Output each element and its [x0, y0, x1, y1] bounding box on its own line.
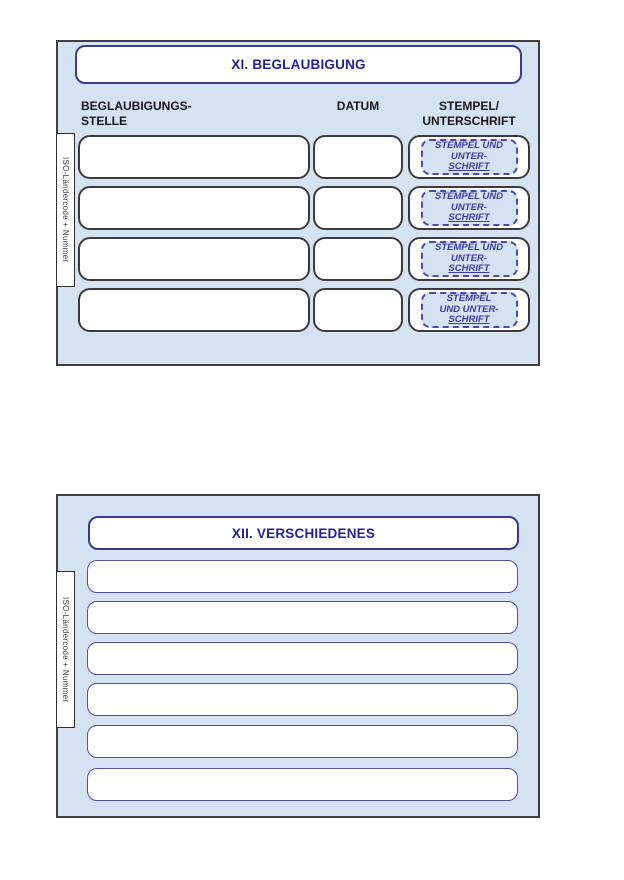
- authority-field[interactable]: [78, 135, 310, 179]
- misc-field[interactable]: [87, 560, 518, 593]
- column-header-authority: BEGLAUBIGUNGS- STELLE: [81, 99, 192, 128]
- misc-field[interactable]: [87, 642, 518, 675]
- stamp-placeholder-line: UNTER-: [451, 150, 487, 162]
- date-field[interactable]: [313, 135, 403, 179]
- misc-field[interactable]: [87, 768, 518, 801]
- stamp-placeholder: STEMPEL UND UNTER- SCHRIFT: [420, 292, 518, 328]
- stamp-placeholder-line: UND UNTER-: [439, 303, 499, 315]
- certification-section-title: XI. BEGLAUBIGUNG: [75, 45, 522, 84]
- stamp-placeholder-line: STEMPEL UND: [435, 242, 503, 254]
- column-header-stamp: STEMPEL/ UNTERSCHRIFT: [422, 99, 516, 128]
- iso-country-code-label: ISO-Ländercode + Nummer: [61, 157, 70, 263]
- column-header-date: DATUM: [336, 99, 380, 113]
- date-field[interactable]: [313, 237, 403, 281]
- stamp-placeholder: STEMPEL UND UNTER- SCHRIFT: [420, 190, 518, 226]
- stamp-placeholder-line: STEMPEL UND: [435, 191, 503, 203]
- stamp-placeholder-line: SCHRIFT: [448, 314, 490, 326]
- miscellaneous-section: XII. VERSCHIEDENES ISO-Ländercode + Numm…: [56, 494, 540, 818]
- stamp-field[interactable]: STEMPEL UND UNTER- SCHRIFT: [408, 288, 530, 332]
- stamp-placeholder-line: SCHRIFT: [448, 212, 490, 224]
- stamp-field[interactable]: STEMPEL UND UNTER- SCHRIFT: [408, 135, 530, 179]
- misc-field[interactable]: [87, 683, 518, 716]
- stamp-placeholder-line: SCHRIFT: [448, 263, 490, 275]
- certification-row: STEMPEL UND UNTER- SCHRIFT: [58, 186, 538, 230]
- authority-field[interactable]: [78, 186, 310, 230]
- certification-row: STEMPEL UND UNTER- SCHRIFT: [58, 288, 538, 332]
- stamp-placeholder-line: STEMPEL UND: [435, 140, 503, 152]
- stamp-placeholder-line: SCHRIFT: [448, 161, 490, 173]
- stamp-placeholder: STEMPEL UND UNTER- SCHRIFT: [420, 139, 518, 175]
- date-field[interactable]: [313, 288, 403, 332]
- miscellaneous-section-title: XII. VERSCHIEDENES: [88, 516, 519, 550]
- stamp-field[interactable]: STEMPEL UND UNTER- SCHRIFT: [408, 237, 530, 281]
- stamp-field[interactable]: STEMPEL UND UNTER- SCHRIFT: [408, 186, 530, 230]
- stamp-placeholder-line: UNTER-: [451, 201, 487, 213]
- iso-country-code-side-tab: ISO-Ländercode + Nummer: [56, 133, 75, 287]
- date-field[interactable]: [313, 186, 403, 230]
- certification-row: STEMPEL UND UNTER- SCHRIFT: [58, 135, 538, 179]
- iso-country-code-label: ISO-Ländercode + Nummer: [61, 596, 70, 703]
- stamp-placeholder: STEMPEL UND UNTER- SCHRIFT: [420, 241, 518, 277]
- iso-country-code-side-tab: ISO-Ländercode + Nummer: [56, 571, 75, 728]
- stamp-placeholder-line: STEMPEL: [446, 293, 492, 305]
- misc-field[interactable]: [87, 601, 518, 634]
- authority-field[interactable]: [78, 237, 310, 281]
- authority-field[interactable]: [78, 288, 310, 332]
- misc-field[interactable]: [87, 725, 518, 758]
- certification-section: XI. BEGLAUBIGUNG ISO-Ländercode + Nummer…: [56, 40, 540, 366]
- certification-row: STEMPEL UND UNTER- SCHRIFT: [58, 237, 538, 281]
- stamp-placeholder-line: UNTER-: [451, 252, 487, 264]
